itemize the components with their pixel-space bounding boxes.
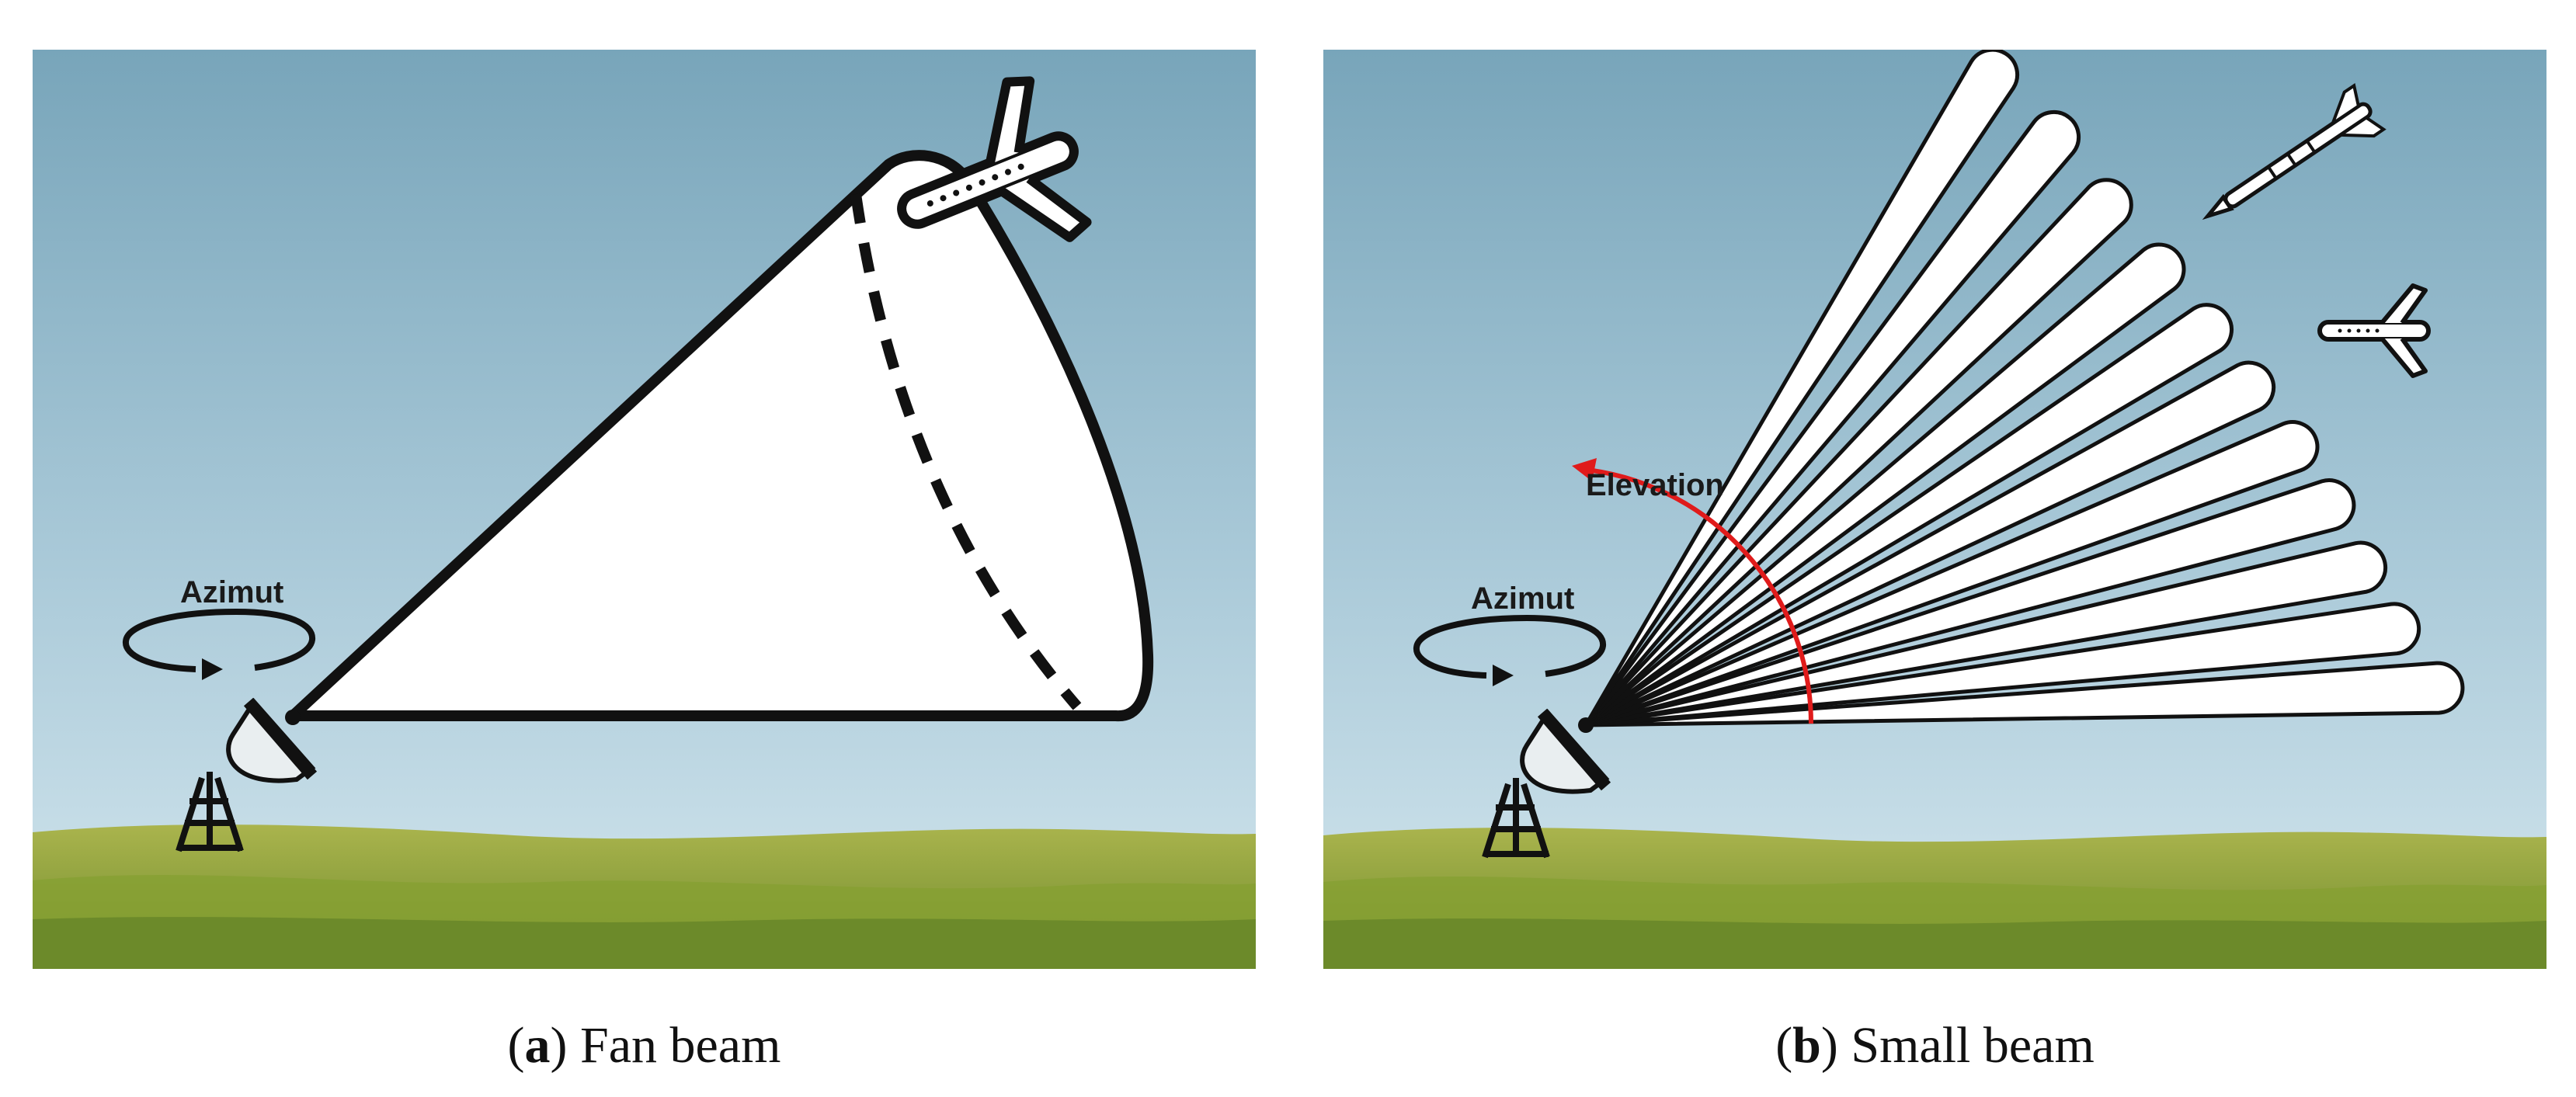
beam-lobe [1583, 661, 2465, 727]
beam-lobe [1583, 540, 2387, 727]
beam-lobe [1583, 109, 2081, 727]
beam-lobe [1583, 50, 2020, 727]
caption-letter-a: a [524, 1017, 551, 1074]
caption-letter-b: b [1792, 1017, 1821, 1074]
azimut-label: Azimut [180, 575, 283, 609]
beam-lobes [1583, 50, 2465, 727]
beam-lobe [1583, 178, 2133, 727]
panel-fan-beam: Azimut [33, 50, 1256, 969]
rotation-arrow-icon [123, 608, 316, 680]
airplane-icon [2317, 283, 2431, 378]
missile-icon [2202, 82, 2387, 220]
fan-beam-cone [287, 150, 1154, 722]
beam-lobe [1583, 602, 2421, 727]
rotation-arrow-icon [1413, 614, 1607, 686]
caption-fan-beam: (a) Fan beam [507, 1017, 781, 1074]
small-beam-illustration: Elevation Azimut [1323, 50, 2546, 969]
beam-lobe [1583, 478, 2356, 727]
radar-dish-icon [176, 697, 318, 852]
elevation-arrow [1572, 458, 1813, 724]
panel-small-beam: Elevation Azimut [1323, 50, 2546, 969]
fan-beam-illustration: Azimut [33, 50, 1256, 969]
ground [33, 824, 1256, 969]
beam-lobe [1583, 242, 2186, 727]
caption-text-b: Small beam [1851, 1017, 2095, 1074]
radar-dish-icon [1482, 708, 1611, 859]
azimut-label: Azimut [1471, 581, 1574, 616]
beam-lobe [1583, 420, 2320, 727]
beam-lobe [1583, 360, 2275, 727]
beam-lobe [1583, 303, 2234, 727]
airplane-icon [897, 76, 1092, 242]
elevation-label: Elevation [1586, 468, 1724, 502]
ground [1323, 828, 2546, 969]
caption-text-a: Fan beam [580, 1017, 781, 1074]
caption-small-beam: (b) Small beam [1775, 1017, 2095, 1074]
